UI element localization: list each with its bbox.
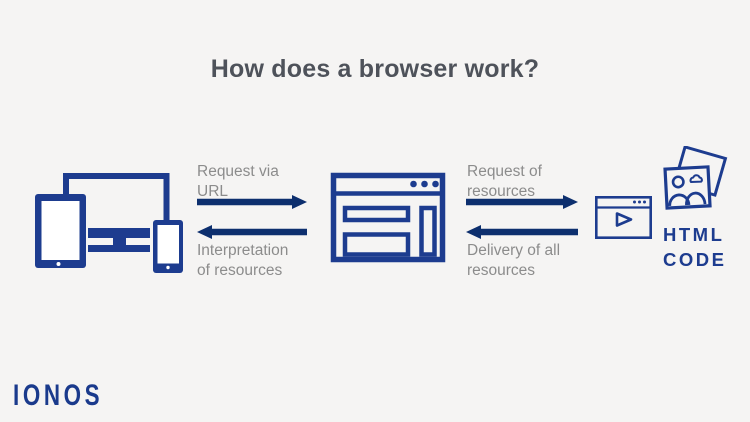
devices-icon xyxy=(35,173,183,273)
monitor-bottom-bar xyxy=(88,228,150,238)
label-request-resources: Request of resources xyxy=(467,163,542,200)
html-code-label: HTML CODE xyxy=(663,224,727,270)
label-interpretation: Interpretation of resources xyxy=(197,242,289,279)
label-delivery-resources: Delivery of all resources xyxy=(467,242,561,279)
arrow-right-request-url xyxy=(197,195,307,209)
browser-menu-dots xyxy=(410,180,439,188)
photos-icon xyxy=(663,146,728,210)
monitor-base xyxy=(88,245,150,252)
browser-searchbar xyxy=(342,205,411,223)
monitor-stand xyxy=(113,238,126,246)
video-window-dots xyxy=(633,200,646,204)
arrow-right-request-resources xyxy=(466,195,578,209)
arrow-left-interpretation xyxy=(197,225,307,239)
arrow-left-delivery xyxy=(466,225,578,239)
monitor-icon xyxy=(63,173,170,223)
photo-front-frame xyxy=(663,165,712,210)
label-request-via-url: Request via URL xyxy=(197,163,279,200)
photo-cloud-icon xyxy=(689,174,703,183)
browser-window-icon xyxy=(330,172,446,263)
page-title: How does a browser work? xyxy=(210,55,540,83)
ionos-logo: IONOS xyxy=(13,379,104,412)
play-icon xyxy=(615,212,633,227)
video-player-icon xyxy=(594,196,653,240)
browser-content-area xyxy=(342,232,411,257)
browser-sidebar xyxy=(419,205,437,257)
photo-hills-icon xyxy=(668,191,707,206)
phone-icon xyxy=(153,220,183,273)
photo-sun-icon xyxy=(671,175,685,189)
tablet-icon xyxy=(35,194,86,268)
